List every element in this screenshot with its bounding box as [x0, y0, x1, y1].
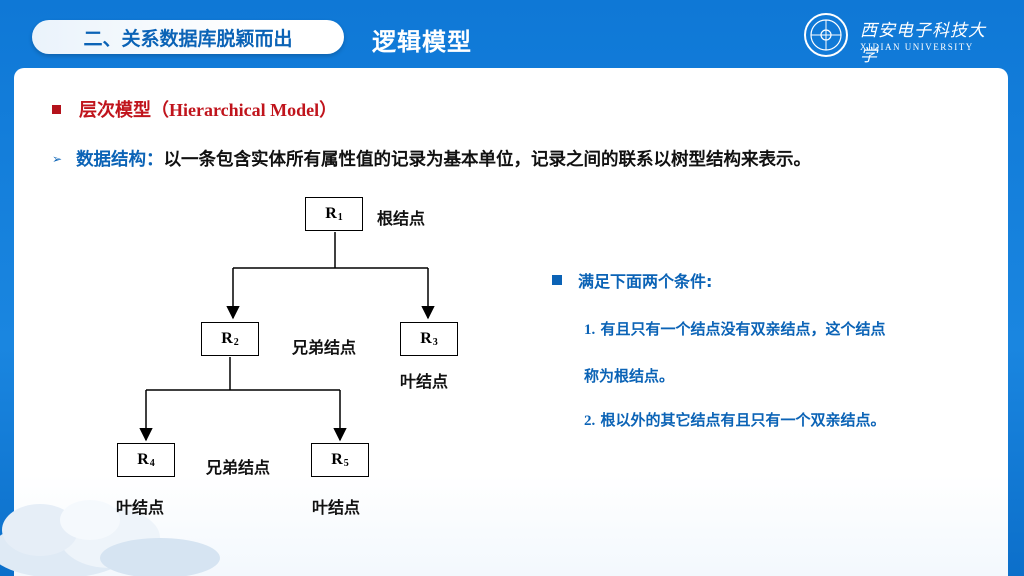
condition-1-line-2: 称为根结点。: [584, 367, 675, 385]
node-subscript: 3: [432, 336, 438, 348]
sibling-label-upper: 兄弟结点: [292, 338, 357, 357]
node-subscript: 5: [343, 457, 349, 469]
heading-cn: 层次模型（: [79, 100, 169, 121]
node-letter: R: [331, 451, 343, 468]
structure-label: 数据结构：: [76, 150, 164, 170]
condition-1-line-1: 1. 有且只有一个结点没有双亲结点，这个结点: [584, 318, 886, 339]
heading-close: ）: [319, 100, 338, 121]
conditions-title: 满足下面两个条件:: [578, 272, 713, 291]
structure-line: ➢ 数据结构： 以一条包含实体所有属性值的记录为基本单位，记录之间的联系以树型结…: [52, 146, 811, 171]
university-logo: 西安电子科技大学 XIDIAN UNIVERSITY: [800, 10, 990, 66]
node-subscript: 4: [149, 457, 155, 469]
node-subscript: 2: [233, 336, 239, 348]
section-title: 二、关系数据库脱颖而出: [83, 27, 293, 50]
leaf-label-r3: 叶结点: [400, 372, 449, 391]
leaf-label-r4: 叶结点: [116, 498, 165, 517]
section-heading: 层次模型（Hierarchical Model）: [52, 96, 337, 122]
content-panel: [14, 68, 1008, 576]
section-title-pill: 二、关系数据库脱颖而出: [32, 20, 344, 54]
clouds-decoration: [0, 500, 220, 576]
logo-text-en: XIDIAN UNIVERSITY: [860, 42, 974, 52]
red-square-bullet-icon: [52, 104, 61, 114]
leaf-label-r5: 叶结点: [312, 498, 361, 517]
heading-en: Hierarchical Model: [169, 100, 320, 120]
condition-2-number: 2.: [584, 413, 596, 429]
logo-text-cn: 西安电子科技大学: [860, 21, 986, 66]
node-letter: R: [221, 330, 233, 347]
node-letter: R: [325, 205, 337, 222]
university-emblem-icon: [804, 13, 848, 57]
node-subscript: 1: [337, 211, 343, 223]
blue-square-bullet-icon: [552, 275, 562, 285]
page-title: 逻辑模型: [372, 28, 472, 56]
conditions-heading: 满足下面两个条件:: [552, 268, 712, 292]
condition-2: 2. 根以外的其它结点有且只有一个双亲结点。: [584, 409, 886, 430]
node-letter: R: [137, 451, 149, 468]
condition-2-text: 根以外的其它结点有且只有一个双亲结点。: [600, 411, 886, 429]
sibling-label-lower: 兄弟结点: [206, 458, 271, 477]
node-letter: R: [420, 330, 432, 347]
structure-text: 以一条包含实体所有属性值的记录为基本单位，记录之间的联系以树型结构来表示。: [163, 150, 812, 170]
root-node-label: 根结点: [377, 209, 426, 228]
arrow-bullet-icon: ➢: [52, 151, 63, 166]
condition-1-text: 有且只有一个结点没有双亲结点，这个结点: [600, 320, 886, 338]
heading-text: 层次模型（Hierarchical Model）: [79, 96, 337, 122]
condition-1-number: 1.: [584, 322, 596, 338]
